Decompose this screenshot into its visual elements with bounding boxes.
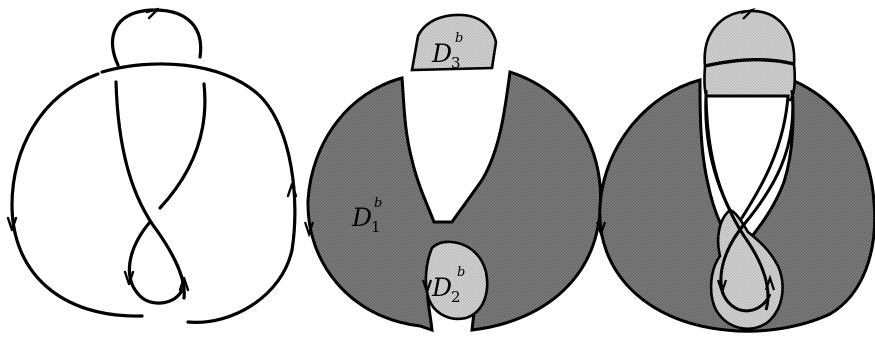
knot-arc-left — [10, 72, 144, 318]
surface-crossing-strand-a — [719, 89, 795, 313]
arrow-icon — [178, 276, 190, 292]
surface-top-light-band — [703, 9, 797, 102]
label-d2: D 2 b — [431, 265, 465, 306]
label-d3-subscript: 3 — [451, 54, 461, 72]
arrow-icon — [286, 182, 298, 198]
label-d2-letter: D — [431, 273, 452, 302]
knot-arc-top-right — [100, 62, 297, 324]
knot-strand-cross-lower — [127, 220, 184, 305]
knot-strand-left-leg — [114, 80, 186, 300]
label-d3-letter: D — [431, 39, 452, 68]
label-d1-superscript: b — [374, 196, 382, 211]
label-d1: D 1 b — [351, 196, 382, 236]
arrow-icon — [303, 221, 315, 238]
label-d2-superscript: b — [457, 265, 465, 280]
surface-lower-light-region — [709, 208, 784, 330]
disk-d1-region — [306, 70, 603, 333]
arrow-icon — [764, 274, 776, 291]
arrow-icon — [595, 221, 607, 238]
knot-strand-right-leg — [158, 82, 207, 210]
panel-knot-diagram — [6, 7, 298, 324]
surface-top-bar — [704, 58, 795, 68]
label-d1-subscript: 1 — [371, 218, 381, 236]
label-d3: D 3 b — [431, 31, 463, 72]
label-d2-subscript: 2 — [451, 288, 461, 306]
arrow-icon — [421, 279, 433, 296]
arrow-icon — [716, 279, 728, 296]
label-d1-letter: D — [351, 203, 372, 232]
arrow-icon — [145, 7, 160, 20]
arrow-icon — [740, 7, 756, 20]
arrow-icon — [6, 216, 18, 232]
label-d3-superscript: b — [455, 31, 463, 46]
disk-d3-region — [410, 13, 498, 72]
arrow-icon — [123, 270, 135, 286]
panel-seifert-surface — [595, 7, 875, 333]
knot-loop-top-left — [110, 8, 203, 67]
panel-disk-decomposition: D 1 b D 2 b D 3 b — [303, 13, 603, 333]
